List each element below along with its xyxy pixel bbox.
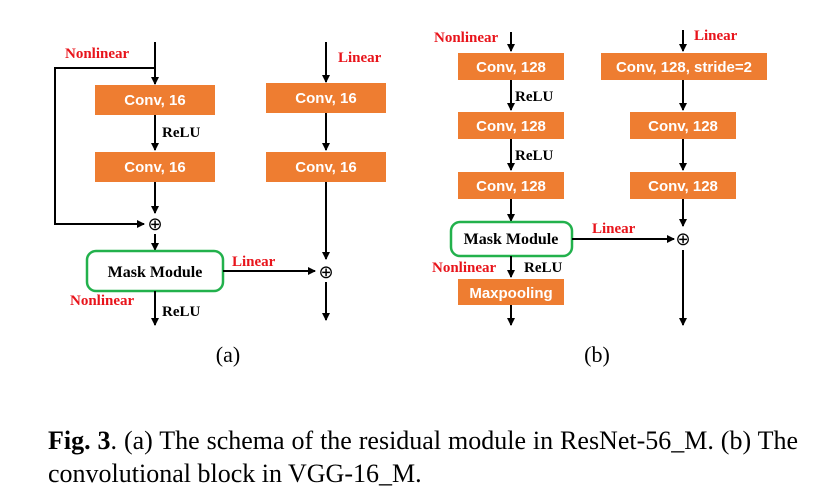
oplus-b: ⊕ — [675, 229, 690, 250]
label-b-relu1: ReLU — [515, 89, 553, 105]
conv-box-a3 — [266, 83, 386, 113]
conv-a3-label: Conv, 16 — [295, 90, 356, 107]
skip-connection — [54, 67, 155, 228]
label-b-linear-mid: Linear — [592, 221, 636, 237]
caption-fig-label: Fig. 3 — [48, 426, 111, 455]
conv-box-a2 — [95, 152, 215, 182]
panel-a: Nonlinear Conv, 16 ReLU Conv, 16 ⊕ Mask … — [54, 42, 386, 367]
conv-a4-label: Conv, 16 — [295, 159, 356, 176]
panel-a-label: (a) — [216, 342, 240, 367]
label-b-nonlinear-top: Nonlinear — [434, 30, 499, 46]
conv-b5-label: Conv, 128 — [648, 118, 718, 135]
conv-b3-label: Conv, 128 — [476, 178, 546, 195]
panel-b-label: (b) — [584, 342, 610, 367]
figure-diagram: Nonlinear Conv, 16 ReLU Conv, 16 ⊕ Mask … — [54, 28, 767, 367]
conv-box-b4 — [601, 53, 767, 80]
oplus-left: ⊕ — [147, 214, 162, 235]
conv-box-a4 — [266, 152, 386, 182]
figure-caption: Fig. 3. (a) The schema of the residual m… — [48, 424, 798, 490]
conv-b1-label: Conv, 128 — [476, 59, 546, 76]
panel-b: Nonlinear Conv, 128 ReLU Conv, 128 ReLU … — [432, 28, 767, 367]
conv-a2-label: Conv, 16 — [124, 159, 185, 176]
conv-box-b2 — [458, 112, 564, 139]
conv-b6-label: Conv, 128 — [648, 178, 718, 195]
conv-box-a1 — [95, 85, 215, 115]
label-nonlinear-top: Nonlinear — [65, 46, 130, 62]
label-b-linear-top: Linear — [694, 28, 738, 44]
caption-text: . (a) The schema of the residual module … — [48, 426, 798, 488]
maxpool-box — [458, 279, 564, 305]
conv-b2-label: Conv, 128 — [476, 118, 546, 135]
conv-box-b3 — [458, 172, 564, 199]
conv-b4-label: Conv, 128, stride=2 — [616, 59, 752, 76]
label-relu-mid: ReLU — [162, 125, 200, 141]
label-linear-top: Linear — [338, 50, 382, 66]
label-nonlinear-bottom: Nonlinear — [70, 293, 135, 309]
oplus-right: ⊕ — [318, 262, 333, 283]
mask-b-label: Mask Module — [464, 231, 559, 248]
label-b-relu-bottom: ReLU — [524, 260, 562, 276]
conv-box-b6 — [630, 172, 736, 199]
conv-a1-label: Conv, 16 — [124, 92, 185, 109]
maxpool-label: Maxpooling — [469, 285, 552, 302]
label-b-relu2: ReLU — [515, 148, 553, 164]
label-relu-bottom: ReLU — [162, 304, 200, 320]
conv-box-b5 — [630, 112, 736, 139]
mask-a-label: Mask Module — [108, 264, 203, 281]
label-b-nonlinear-bottom: Nonlinear — [432, 260, 497, 276]
label-linear-out: Linear — [232, 254, 276, 270]
conv-box-b1 — [458, 53, 564, 80]
